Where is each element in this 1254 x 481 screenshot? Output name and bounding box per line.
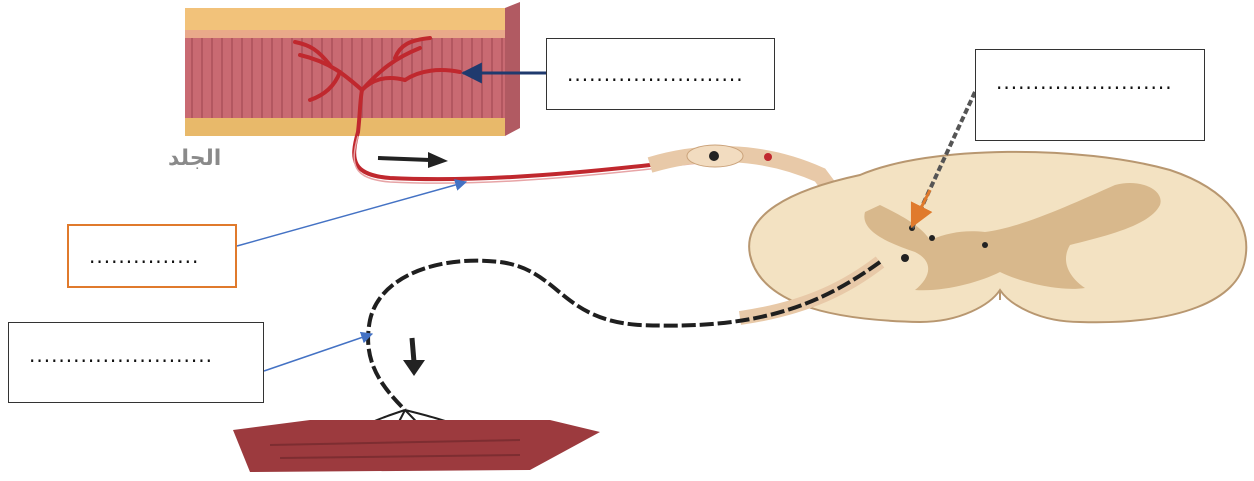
ganglion-cell-body [709,151,719,161]
impulse-direction-arrowhead-motor [403,360,425,376]
skin-dermis-layer [185,38,505,124]
skin-label: الجلد [168,146,221,171]
receptor-label-box[interactable]: ........................ [546,38,775,110]
pointer-line-motor-neuron [264,334,372,371]
skin-fat-layer [185,118,505,136]
skin-illustration [185,2,520,136]
impulse-direction-arrow-motor [412,338,414,362]
impulse-direction-arrowhead-sensory [428,152,448,168]
pointer-line-sensory-neuron [237,182,466,246]
motor-neuron-cell-body [901,254,909,262]
motor-neuron-label-box[interactable]: ......................... [8,322,264,403]
skin-side-face [505,2,520,136]
impulse-direction-arrow-sensory [378,158,430,160]
muscle-effector [233,420,600,472]
sensory-neuron-label-box[interactable]: ............... [67,224,237,288]
interneuron-label-box[interactable]: ........................ [975,49,1205,141]
